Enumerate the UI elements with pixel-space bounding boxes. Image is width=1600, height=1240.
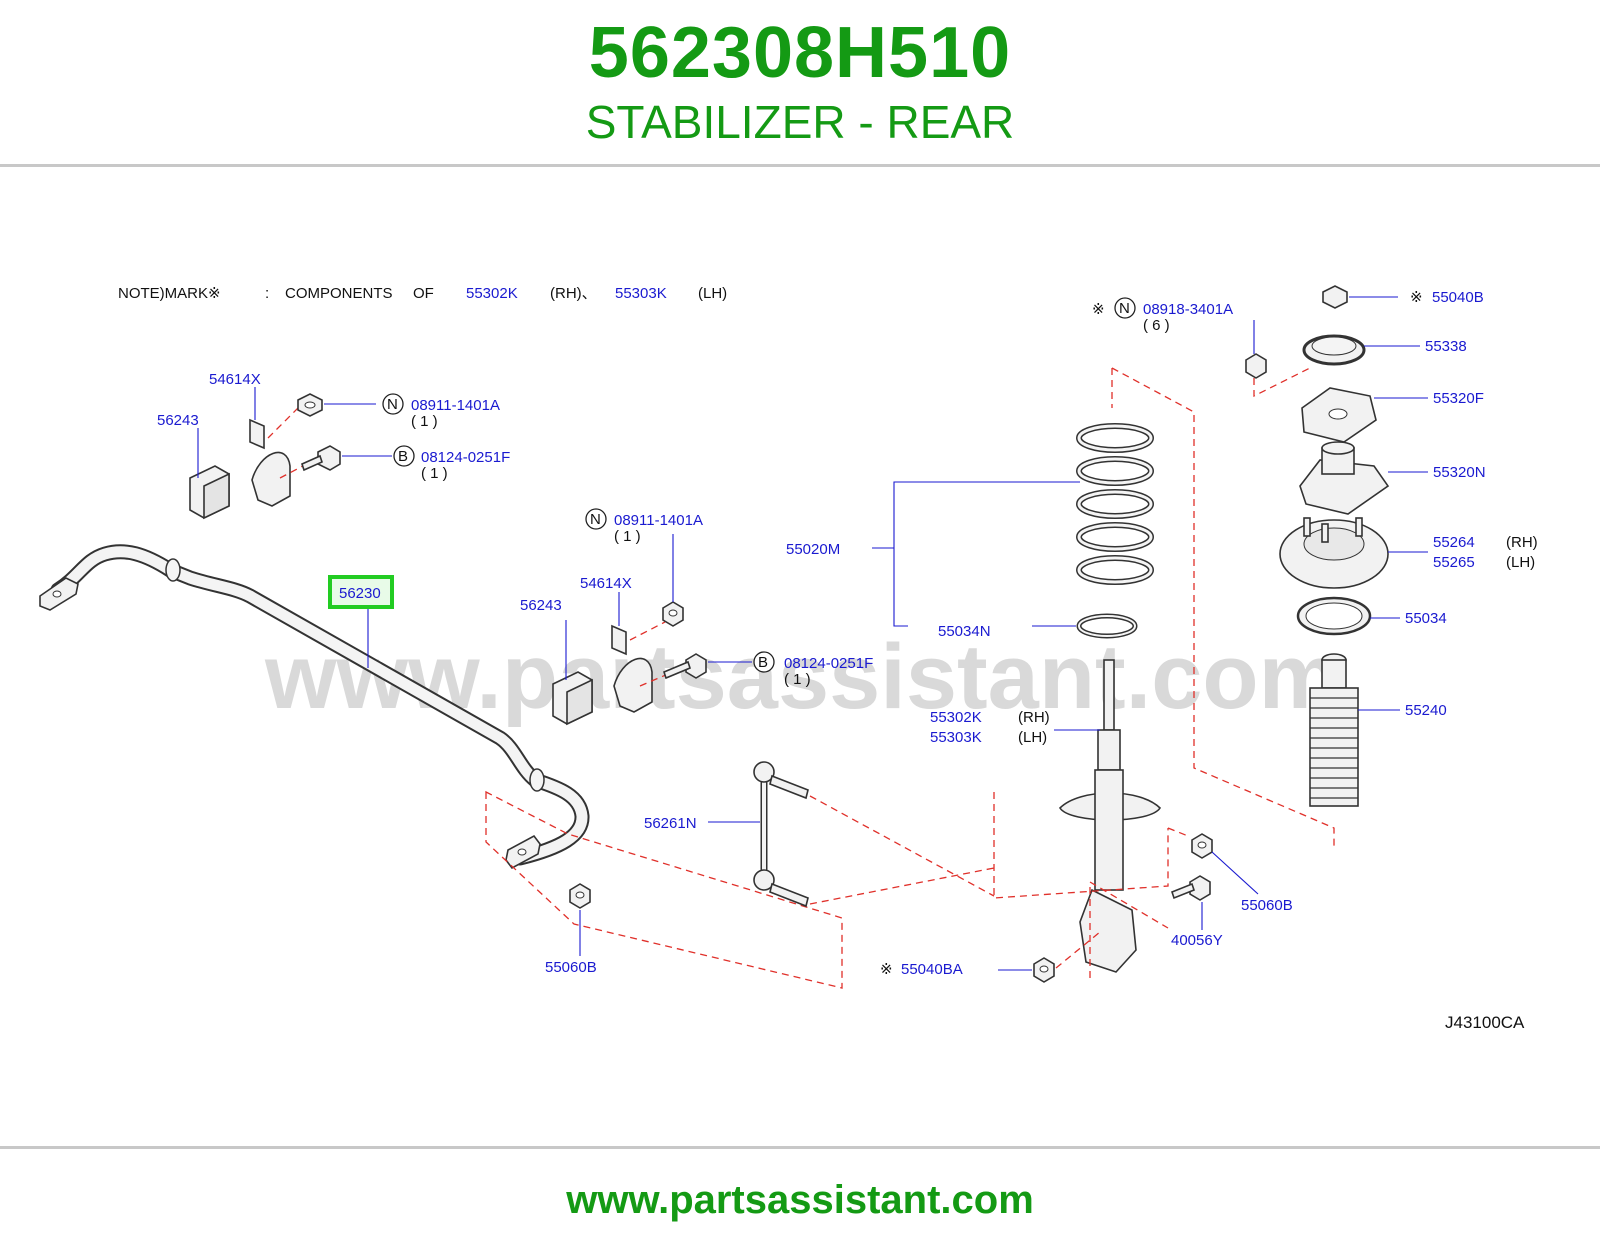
seat-55034 bbox=[1296, 596, 1372, 636]
part-label-55302k[interactable]: 55302K bbox=[930, 709, 982, 726]
part-description: STABILIZER - REAR bbox=[585, 96, 1015, 148]
part-label-55040ba[interactable]: 55040BA bbox=[901, 961, 963, 978]
coil-spring-55020m bbox=[1076, 423, 1154, 585]
part-label-55303k[interactable]: 55303K bbox=[930, 729, 982, 746]
highlight-box-56230[interactable] bbox=[328, 575, 394, 609]
stabilizer-bar-56230 bbox=[39, 544, 590, 870]
spring-seat-55034n bbox=[1076, 613, 1138, 639]
part-label-08918-3401a[interactable]: 08918-3401A bbox=[1143, 301, 1233, 318]
note-rh: (RH)、 bbox=[550, 285, 597, 302]
mount-55264 bbox=[1279, 517, 1389, 589]
nut-55040b bbox=[1322, 285, 1348, 309]
footer-site-url[interactable]: www.partsassistant.com bbox=[566, 1178, 1034, 1222]
parts-diagram: www.partsassistant.com NOTE)MARK※ : COMP… bbox=[39, 285, 1538, 1032]
part-label-40056y[interactable]: 40056Y bbox=[1171, 932, 1223, 949]
footer-divider bbox=[0, 1146, 1600, 1149]
note-components: COMPONENTS bbox=[285, 285, 393, 302]
note-part-lh-link[interactable]: 55303K bbox=[615, 285, 667, 302]
part-label-55060b-strut[interactable]: 55060B bbox=[1241, 897, 1293, 914]
n-badge-icon bbox=[382, 393, 404, 415]
mount-55320n bbox=[1299, 441, 1390, 515]
part-label-55060b-bar[interactable]: 55060B bbox=[545, 959, 597, 976]
part-label-56230[interactable]: 56230 bbox=[339, 585, 381, 602]
part-label-08124-0251f-lower[interactable]: 08124-0251F bbox=[784, 655, 873, 672]
part-label-55320f[interactable]: 55320F bbox=[1433, 390, 1484, 407]
qty-08911-lower: ( 1 ) bbox=[614, 528, 641, 545]
qty-08918: ( 6 ) bbox=[1143, 317, 1170, 334]
header-divider bbox=[0, 164, 1600, 167]
bolt-40056y bbox=[1171, 875, 1211, 901]
bracket-54614x-lower bbox=[611, 624, 653, 713]
part-label-56243-upper[interactable]: 56243 bbox=[157, 412, 199, 429]
part-label-55040b[interactable]: 55040B bbox=[1432, 289, 1484, 306]
part-label-55320n[interactable]: 55320N bbox=[1433, 464, 1486, 481]
part-label-56243-lower[interactable]: 56243 bbox=[520, 597, 562, 614]
star-55040ba: ※ bbox=[880, 961, 893, 978]
note-of: OF bbox=[413, 285, 434, 302]
qty-08124-upper: ( 1 ) bbox=[421, 465, 448, 482]
cap-55338 bbox=[1302, 334, 1366, 366]
qty-08911-upper: ( 1 ) bbox=[411, 413, 438, 430]
part-label-55338[interactable]: 55338 bbox=[1425, 338, 1467, 355]
part-label-56261n[interactable]: 56261N bbox=[644, 815, 697, 832]
nut-55060b-bar bbox=[569, 883, 591, 909]
part-label-55264[interactable]: 55264 bbox=[1433, 534, 1475, 551]
nut-08911-lower bbox=[662, 601, 684, 627]
note-colon: : bbox=[265, 285, 269, 302]
part-label-55265[interactable]: 55265 bbox=[1433, 554, 1475, 571]
page-header: 562308H510 STABILIZER - REAR bbox=[0, 0, 1600, 168]
b-badge-text-lower: B bbox=[758, 654, 768, 671]
part-label-55020m[interactable]: 55020M bbox=[786, 541, 840, 558]
n-badge-text-top: N bbox=[1119, 300, 1130, 317]
b-badge-text: B bbox=[398, 448, 408, 465]
nut-55060b-strut bbox=[1191, 833, 1213, 859]
side-55264: (RH) bbox=[1506, 534, 1538, 551]
b-badge-icon bbox=[393, 445, 415, 467]
b-badge-icon-lower bbox=[753, 651, 775, 673]
n-badge-text: N bbox=[387, 396, 398, 413]
bracket-54614x-upper bbox=[249, 418, 291, 507]
bolt-08124-lower bbox=[663, 653, 707, 680]
side-55302k: (RH) bbox=[1018, 709, 1050, 726]
plate-55320f bbox=[1301, 387, 1377, 443]
bushing-56243-lower bbox=[552, 671, 593, 726]
n-badge-icon-top bbox=[1114, 297, 1136, 319]
part-label-08124-0251f-upper[interactable]: 08124-0251F bbox=[421, 449, 510, 466]
star-08918: ※ bbox=[1092, 301, 1105, 318]
part-label-54614x-upper[interactable]: 54614X bbox=[209, 371, 261, 388]
note-lh: (LH) bbox=[698, 285, 727, 302]
part-label-55240[interactable]: 55240 bbox=[1405, 702, 1447, 719]
note-label: NOTE)MARK※ bbox=[118, 285, 221, 302]
part-label-55034[interactable]: 55034 bbox=[1405, 610, 1447, 627]
boot-55240 bbox=[1309, 653, 1359, 807]
part-label-54614x-lower[interactable]: 54614X bbox=[580, 575, 632, 592]
nut-08918-3401a bbox=[1245, 353, 1267, 379]
part-label-55034n[interactable]: 55034N bbox=[938, 623, 991, 640]
n-badge-text-lower: N bbox=[590, 511, 601, 528]
side-55303k: (LH) bbox=[1018, 729, 1047, 746]
note-part-rh-link[interactable]: 55302K bbox=[466, 285, 518, 302]
diagram-code: J43100CA bbox=[1445, 1013, 1525, 1032]
bolt-08124-upper bbox=[301, 445, 341, 472]
star-55040b: ※ bbox=[1410, 289, 1423, 306]
nut-55040ba bbox=[1033, 957, 1055, 983]
qty-08124-lower: ( 1 ) bbox=[784, 671, 811, 688]
side-55265: (LH) bbox=[1506, 554, 1535, 571]
stabilizer-link-56261n bbox=[753, 761, 809, 908]
part-label-08911-1401a-lower[interactable]: 08911-1401A bbox=[614, 512, 703, 529]
bushing-56243-upper bbox=[189, 465, 230, 520]
n-badge-icon-lower bbox=[585, 508, 607, 530]
nut-08911-upper bbox=[297, 393, 323, 417]
part-number-title: 562308H510 bbox=[588, 13, 1012, 93]
part-label-08911-1401a-upper[interactable]: 08911-1401A bbox=[411, 397, 500, 414]
